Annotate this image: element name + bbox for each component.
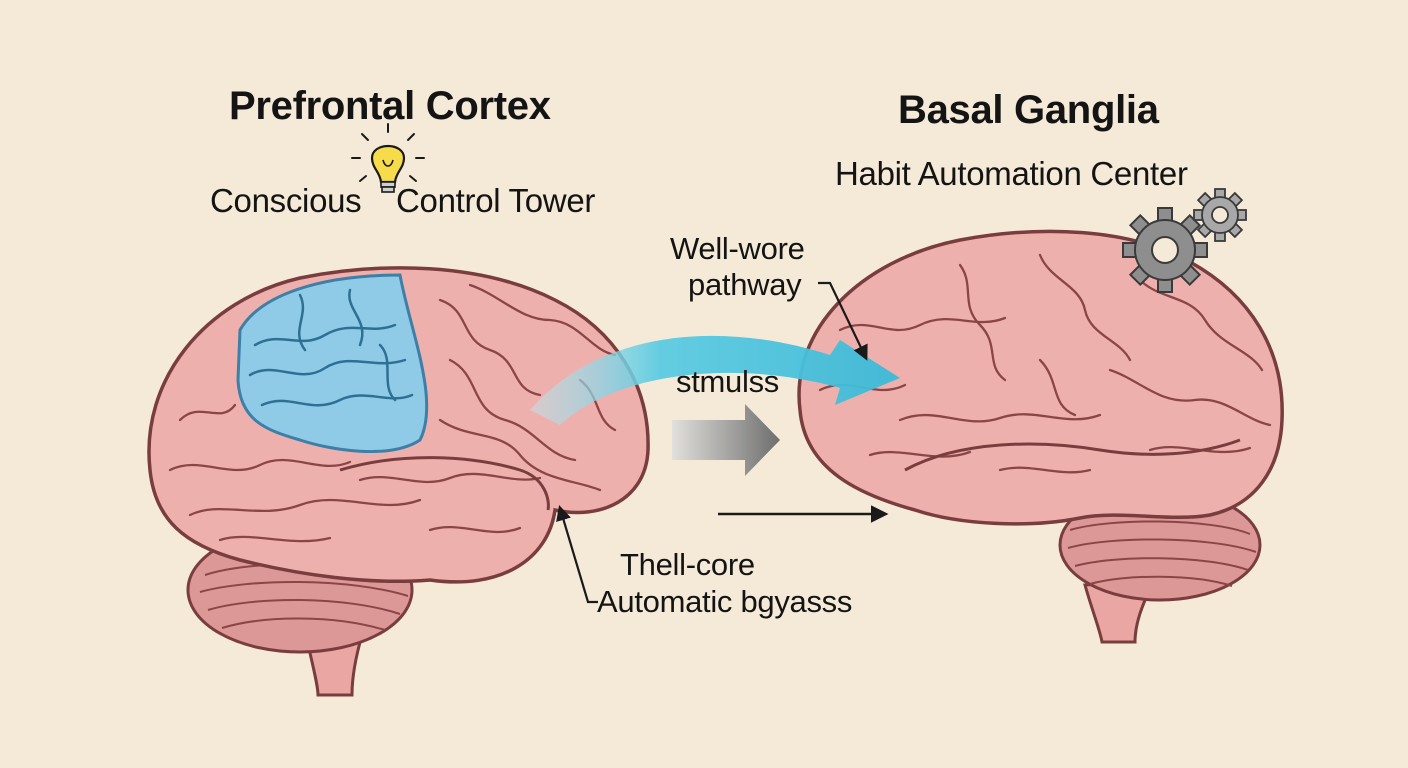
gears-icon — [1122, 188, 1247, 293]
left-title: Prefrontal Cortex — [229, 84, 551, 128]
left-brain-folds — [168, 283, 617, 543]
right-cerebrum — [797, 229, 1284, 526]
left-subtitle-part1: Conscious — [210, 182, 362, 219]
bypass-label-line2: Automatic bgyasss — [597, 584, 853, 619]
pathway-leader-line — [818, 281, 868, 361]
bypass-leader-line — [556, 505, 598, 604]
large-gear-icon — [1122, 207, 1208, 293]
prefrontal-folds — [248, 288, 414, 407]
stimulus-arrow — [672, 404, 780, 476]
small-gear-icon — [1193, 188, 1247, 242]
pathway-arrow — [530, 335, 900, 425]
pathway-label-line2: pathway — [688, 267, 802, 302]
lightbulb-icon — [351, 123, 425, 193]
left-subtitle-part2: Control Tower — [396, 182, 596, 219]
stimulus-label: stmulss — [676, 364, 779, 399]
pathway-label-line1: Well-wore — [670, 231, 805, 266]
left-brain — [147, 266, 650, 697]
right-cerebellum-folds — [1067, 520, 1257, 587]
right-title: Basal Ganglia — [898, 88, 1159, 132]
left-temporal-sulcus — [339, 456, 550, 511]
right-subtitle: Habit Automation Center — [835, 155, 1188, 192]
right-brain — [797, 229, 1284, 644]
right-temporal-sulcus — [904, 438, 1241, 472]
bypass-label-line1: Thell-core — [620, 547, 755, 582]
